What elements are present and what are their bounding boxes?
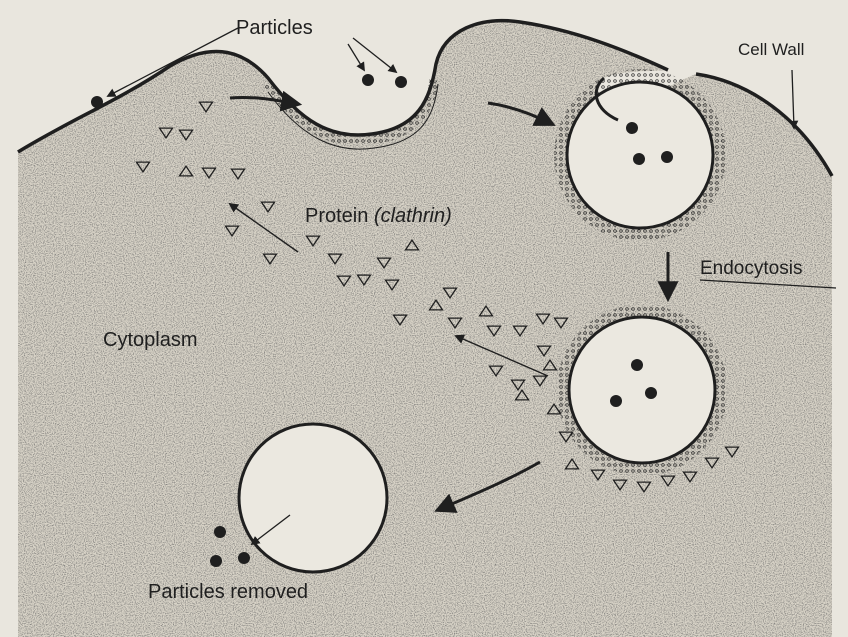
label-particles: Particles (236, 17, 313, 39)
cell-wall-leader (792, 70, 794, 128)
particles-leader (348, 44, 364, 70)
removed-particle (210, 555, 222, 567)
budding-vesicle (560, 75, 720, 235)
removed-particle (214, 526, 226, 538)
label-cell-wall: Cell Wall (738, 40, 804, 59)
free-particle (395, 76, 407, 88)
label-protein-prefix: Protein (305, 205, 374, 227)
free-particle (362, 74, 374, 86)
free-particle (91, 96, 103, 108)
vesicle-particle (633, 153, 645, 165)
label-particles-removed: Particles removed (148, 581, 308, 603)
label-cytoplasm: Cytoplasm (103, 329, 197, 351)
uncoated-vesicle (239, 424, 387, 572)
vesicle-particle (645, 387, 657, 399)
vesicle-particle (610, 395, 622, 407)
particles-leader (353, 38, 396, 72)
vesicle-particle (631, 359, 643, 371)
vesicle-particle (661, 151, 673, 163)
label-endocytosis: Endocytosis (700, 258, 802, 279)
label-protein: Protein (clathrin) (305, 205, 452, 227)
coated-vesicle (562, 310, 722, 470)
vesicle-particle (626, 122, 638, 134)
label-protein-name: (clathrin) (374, 205, 452, 227)
removed-particle (238, 552, 250, 564)
